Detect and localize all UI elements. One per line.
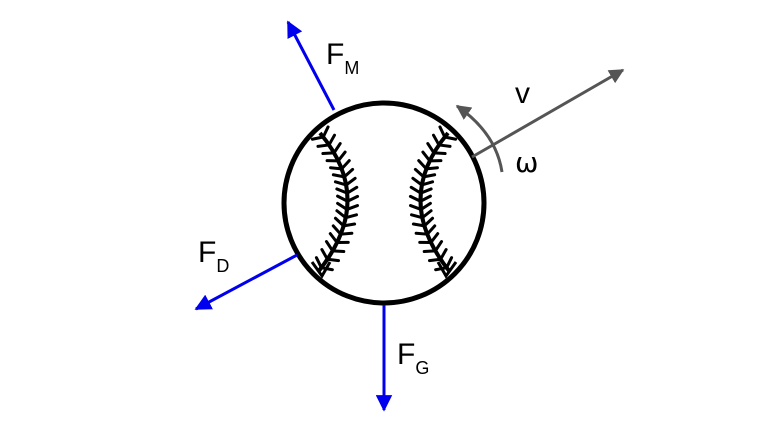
- seam-stitch: [439, 248, 448, 261]
- gravity-force-label: FG: [397, 338, 429, 378]
- seam-stitch: [424, 166, 439, 171]
- seam-stitch: [428, 257, 443, 263]
- seam-stitch: [336, 194, 349, 203]
- seam-stitch: [342, 222, 357, 228]
- spin-label: ω: [515, 146, 538, 179]
- seam-stitch: [443, 135, 458, 141]
- seam-stitch: [328, 232, 339, 245]
- seam-stitch: [314, 256, 323, 270]
- seam-stitch: [332, 142, 342, 155]
- seam-stitch: [340, 159, 351, 171]
- seam-stitch: [344, 213, 358, 220]
- seam-stitch: [432, 151, 447, 156]
- seam-stitch: [345, 204, 359, 211]
- seam-stitch: [419, 194, 432, 203]
- seam-stitch: [422, 216, 435, 228]
- seam-stitch: [445, 256, 454, 270]
- seam-stitch: [413, 167, 426, 179]
- seam-stitch: [410, 213, 424, 220]
- seam-stitch: [409, 204, 423, 211]
- seam-stitch: [336, 201, 349, 211]
- seam-stitch: [420, 209, 433, 220]
- seam-stitch: [432, 133, 441, 147]
- seam-stitch: [429, 232, 440, 245]
- seam-stitch: [419, 201, 432, 211]
- seam-stitch: [333, 216, 346, 228]
- magnus-force-label: FM: [326, 38, 359, 78]
- seam-stitch: [342, 167, 355, 179]
- seam-stitch: [414, 231, 429, 236]
- seam-stitch: [345, 185, 359, 195]
- seam-stitch: [331, 249, 346, 254]
- seam-stitch: [425, 224, 437, 236]
- seam-stitch: [331, 173, 346, 179]
- velocity-arrow: [471, 68, 625, 159]
- baseball: [281, 100, 487, 306]
- seam-stitch: [409, 185, 423, 195]
- seam-stitch: [335, 187, 349, 195]
- seam-stitch: [316, 143, 331, 148]
- seam-stitch: [420, 180, 435, 187]
- seam-stitch: [422, 249, 437, 254]
- drag-force-arrow: [194, 253, 298, 311]
- seam-stitch: [325, 257, 340, 263]
- seam-stitch: [346, 194, 360, 203]
- seam-stitch: [422, 173, 437, 179]
- seam-stitch: [411, 222, 426, 228]
- seam-stitch: [335, 209, 348, 220]
- seam-stitch: [433, 240, 444, 253]
- seam-stitch: [408, 194, 422, 203]
- seam-stitches: [310, 125, 458, 272]
- seam-stitch: [419, 187, 433, 195]
- drag-force-label: FD: [198, 236, 229, 276]
- seam-stitch: [321, 151, 336, 156]
- seam-stitch: [339, 231, 354, 236]
- velocity-label: v: [515, 77, 530, 110]
- left-seam-corner: [310, 261, 332, 279]
- spin-arrow: [455, 104, 504, 173]
- seam-stitch: [333, 180, 348, 187]
- seam-stitch: [411, 176, 424, 187]
- seam-stitch: [336, 150, 347, 163]
- seam-stitch: [324, 240, 335, 253]
- seam-stitch: [421, 150, 432, 163]
- seam-stitch: [417, 159, 428, 171]
- right-seam-corner: [436, 261, 458, 279]
- seam-stitch: [344, 176, 357, 187]
- seam-stitch: [329, 166, 344, 171]
- magnus-force-arrow: [286, 20, 336, 111]
- seam-stitch: [327, 133, 336, 147]
- seam-stitch: [331, 224, 343, 236]
- seam-stitch: [426, 142, 436, 155]
- seam-stitch: [320, 248, 329, 261]
- seam-stitch: [437, 143, 452, 148]
- seam-stitch: [321, 125, 330, 139]
- seam-stitch: [310, 135, 325, 141]
- seam-stitch: [438, 125, 447, 139]
- ball-outline: [281, 100, 487, 306]
